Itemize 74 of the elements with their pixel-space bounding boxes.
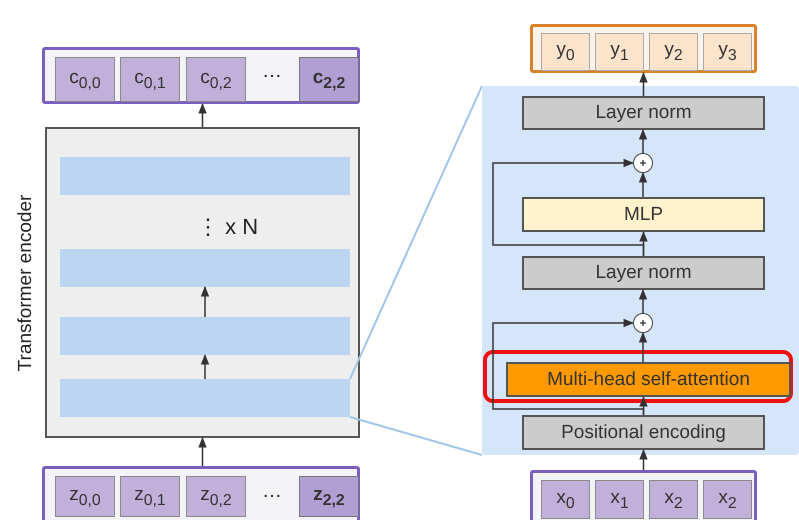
zoom-panel: [482, 86, 799, 455]
node-label: z$_{0,1}$: [134, 484, 166, 510]
token-cell: [595, 33, 644, 71]
node-label: c$_{0,2}$: [200, 66, 232, 92]
node-label: x$_{2}$: [664, 486, 683, 512]
node-label: z$_{2,2}$: [313, 484, 345, 510]
node-label: Layer norm: [595, 262, 692, 284]
node-label: x$_{2}$: [718, 486, 737, 512]
node-label: y$_{3}$: [718, 39, 737, 65]
ellipsis-label: …: [262, 60, 282, 83]
arrow: [198, 436, 207, 466]
layer-bar: [60, 157, 350, 195]
arrow: [198, 102, 207, 127]
token-cell: [55, 476, 115, 517]
node-label: y$_{0}$: [556, 39, 575, 65]
token-cell: [541, 33, 590, 71]
arrow: [638, 128, 648, 153]
process-box: [522, 96, 765, 130]
process-box: [522, 415, 765, 450]
process-box: [522, 256, 765, 290]
arrow: [638, 288, 648, 313]
node-label: c$_{2,2}$: [312, 66, 346, 92]
node-label: c$_{0,0}$: [69, 66, 101, 92]
process-box: [506, 362, 791, 397]
arrow: [639, 448, 648, 470]
ellipsis-label: …: [262, 480, 282, 503]
token-cell: [595, 480, 644, 519]
zoom-line: [349, 86, 483, 380]
arrow: [638, 332, 648, 362]
arrow: [200, 286, 210, 317]
arrow: [200, 354, 210, 379]
node-label: c$_{0,1}$: [134, 66, 166, 92]
token-cell: [299, 476, 359, 517]
node-label: x$_{0}$: [556, 486, 575, 512]
arrow: [638, 172, 648, 197]
token-cell: [55, 57, 115, 102]
node-label: MLP: [624, 204, 664, 226]
token-row: [42, 466, 360, 520]
add-circle: [633, 153, 653, 173]
zoom-line: [350, 416, 482, 456]
token-cell: [649, 480, 698, 519]
plus-sign: +: [639, 317, 646, 329]
token-cell: [703, 33, 752, 71]
highlight-frame: [483, 350, 793, 403]
node-label: Layer norm: [595, 102, 692, 124]
arrow: [639, 72, 648, 96]
node-label: Positional encoding: [561, 422, 726, 444]
layer-bar: [60, 249, 350, 287]
token-cell: [649, 33, 698, 71]
token-row: [42, 47, 360, 104]
side-title: Transformer encoder: [15, 194, 37, 371]
node-label: z$_{0,0}$: [69, 484, 101, 510]
node-label: x$_{1}$: [610, 486, 629, 512]
output-token-row: [530, 24, 757, 73]
node-label: y$_{1}$: [610, 39, 629, 65]
token-cell: [541, 480, 590, 519]
repeat-label: ⋮ x N: [197, 214, 258, 240]
node-label: Multi-head self-attention: [547, 368, 750, 390]
process-box: [522, 197, 765, 232]
token-row: [530, 470, 757, 520]
token-cell: [120, 57, 180, 102]
arrow: [492, 318, 644, 415]
layer-bar: [60, 379, 350, 417]
add-circle: [633, 313, 653, 333]
token-cell: [186, 476, 246, 517]
layer-bar: [60, 317, 350, 355]
node-label: y$_{2}$: [664, 39, 683, 65]
token-cell: [703, 480, 752, 519]
token-cell: [299, 57, 359, 102]
token-cell: [120, 476, 180, 517]
token-cell: [186, 57, 246, 102]
node-label: z$_{0,2}$: [200, 484, 232, 510]
plus-sign: +: [639, 157, 646, 169]
arrow: [492, 158, 644, 256]
